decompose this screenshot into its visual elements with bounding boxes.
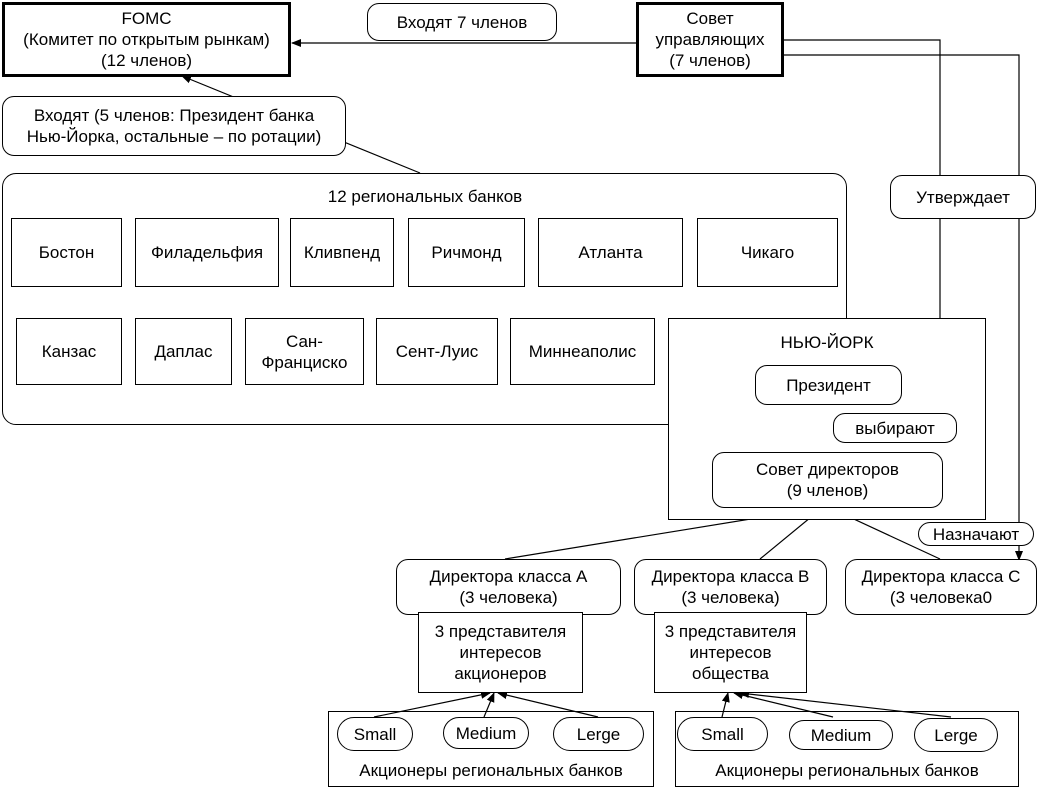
largeA-arrow [497, 691, 599, 718]
enter7-label: Входят 7 членов [367, 3, 557, 41]
bank-st-louis: Сент-Луис [376, 318, 498, 385]
board-of-directors-box: Совет директоров (9 членов) [712, 452, 943, 508]
reps-shareholders-box: 3 представителя интересов акционеров [418, 612, 583, 693]
class-c-directors-box: Директора класса C (3 человека0 [845, 559, 1037, 615]
shareholder-large-a: Lerge [553, 717, 644, 751]
bank-philadelphia: Филадельфия [135, 218, 279, 287]
board-of-governors-box: Совет управляющих (7 членов) [636, 2, 784, 77]
bank-richmond: Ричмонд [408, 218, 525, 287]
bank-cleveland: Кливпенд [290, 218, 394, 287]
largeB-arrow [739, 690, 952, 718]
bank-dallas: Даплас [135, 318, 232, 385]
shareholder-medium-b: Medium [789, 720, 893, 750]
shareholders-group-b [675, 711, 1019, 787]
appoint-label: Назначают [918, 522, 1034, 546]
class-b-directors-box: Директора класса B (3 человека) [634, 559, 827, 615]
bank-san-francisco: Сан- Франциско [245, 318, 364, 385]
regional-banks-container [2, 173, 847, 425]
mediumB-arrow [733, 691, 834, 718]
shareholder-large-b: Lerge [914, 718, 998, 752]
regional-banks-title: 12 региональных банков [327, 187, 523, 206]
shareholders-a-label: Акционеры региональных банков [359, 761, 623, 780]
mediumA-arrow [483, 692, 495, 718]
approves-label: Утверждает [890, 175, 1036, 219]
bank-chicago: Чикаго [697, 218, 838, 287]
elect-label: выбирают [833, 413, 957, 443]
bank-kansas: Канзас [16, 318, 122, 385]
appoint-line [784, 54, 1023, 561]
smallB-arrow [721, 692, 730, 718]
class-a-directors-box: Директора класса A (3 человека) [396, 559, 621, 615]
shareholders-group-a [328, 711, 654, 787]
shareholder-small-b: Small [677, 717, 768, 751]
shareholders-b-label: Акционеры региональных банков [715, 761, 979, 780]
shareholder-small-a: Small [337, 717, 413, 751]
shareholder-medium-a: Medium [443, 717, 529, 749]
enter5-label: Входят (5 членов: Президент банка Нью-Йо… [2, 96, 346, 156]
new-york-title: НЬЮ-ЙОРК [780, 333, 874, 352]
fomc-box: FOMC (Комитет по открытым рынкам) (12 чл… [2, 2, 291, 77]
bank-atlanta: Атланта [538, 218, 683, 287]
bank-minneapolis: Миннеаполис [510, 318, 655, 385]
president-box: Президент [755, 365, 902, 405]
smallA-arrow [373, 690, 491, 718]
reps-public-box: 3 представителя интересов общества [654, 612, 807, 693]
bank-boston: Бостон [11, 218, 122, 287]
